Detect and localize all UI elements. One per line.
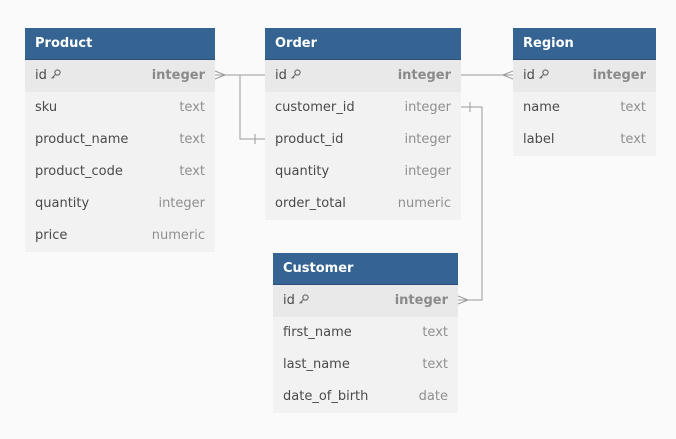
column-type: integer <box>158 196 205 211</box>
crowfoot-many-top <box>214 70 226 76</box>
column-type: numeric <box>397 196 451 211</box>
column-name: label <box>523 132 555 147</box>
table-row[interactable]: quantity integer <box>265 156 461 188</box>
table-customer[interactable]: Customer id integer first_name text last… <box>273 253 458 413</box>
table-header[interactable]: Order <box>265 28 461 60</box>
table-header[interactable]: Product <box>25 28 215 60</box>
table-row-pk[interactable]: id integer <box>265 60 461 92</box>
key-icon <box>538 61 550 93</box>
column-name: sku <box>35 100 58 115</box>
table-row[interactable]: label text <box>513 124 656 156</box>
table-row[interactable]: customer_id integer <box>265 92 461 124</box>
column-type: integer <box>404 132 451 147</box>
relationship-order-product <box>214 70 265 144</box>
column-name: name <box>523 100 560 115</box>
table-row[interactable]: quantity integer <box>25 188 215 220</box>
column-name: last_name <box>283 357 350 372</box>
table-row[interactable]: product_name text <box>25 124 215 156</box>
column-name: price <box>35 228 68 243</box>
table-order[interactable]: Order id integer customer_id integer pro… <box>265 28 461 220</box>
column-name: quantity <box>35 196 90 211</box>
table-row-pk[interactable]: id integer <box>513 60 656 92</box>
table-product[interactable]: Product id integer sku text product_name… <box>25 28 215 252</box>
column-name: product_id <box>275 132 344 147</box>
table-row-pk[interactable]: id integer <box>273 285 458 317</box>
column-type: integer <box>397 68 451 83</box>
table-row[interactable]: product_code text <box>25 156 215 188</box>
crowfoot-many-top <box>457 295 469 301</box>
table-header[interactable]: Region <box>513 28 656 60</box>
column-type: integer <box>404 100 451 115</box>
column-type: text <box>179 164 205 179</box>
column-name: order_total <box>275 196 346 211</box>
relationship-order-region <box>461 70 514 80</box>
column-name: id <box>275 60 302 92</box>
column-name: first_name <box>283 325 352 340</box>
table-row[interactable]: name text <box>513 92 656 124</box>
column-type: numeric <box>151 228 205 243</box>
table-row[interactable]: price numeric <box>25 220 215 252</box>
column-name: id <box>523 60 550 92</box>
table-header[interactable]: Customer <box>273 253 458 285</box>
column-type: text <box>422 357 448 372</box>
column-name: id <box>35 60 62 92</box>
table-region[interactable]: Region id integer name text label text <box>513 28 656 156</box>
connector-line <box>239 75 265 140</box>
key-icon <box>290 61 302 93</box>
table-row[interactable]: order_total numeric <box>265 188 461 220</box>
column-type: text <box>620 100 646 115</box>
column-name: product_name <box>35 132 129 147</box>
column-type: text <box>179 132 205 147</box>
table-row[interactable]: product_id integer <box>265 124 461 156</box>
column-name: customer_id <box>275 100 355 115</box>
key-icon <box>298 286 310 318</box>
column-type: date <box>418 389 448 404</box>
table-row[interactable]: first_name text <box>273 317 458 349</box>
connector-line <box>458 106 483 301</box>
crowfoot-many-bottom <box>214 74 226 80</box>
column-name: date_of_birth <box>283 389 369 404</box>
column-type: integer <box>404 164 451 179</box>
column-type: text <box>620 132 646 147</box>
relationship-order-customer <box>457 102 483 305</box>
table-row[interactable]: last_name text <box>273 349 458 381</box>
crowfoot-many-bottom <box>502 74 514 80</box>
column-type: text <box>422 325 448 340</box>
crowfoot-many-bottom <box>457 299 469 305</box>
table-row[interactable]: sku text <box>25 92 215 124</box>
column-type: text <box>179 100 205 115</box>
column-type: integer <box>592 68 646 83</box>
crowfoot-many-top <box>502 70 514 76</box>
table-row-pk[interactable]: id integer <box>25 60 215 92</box>
column-name: quantity <box>275 164 330 179</box>
column-type: integer <box>394 293 448 308</box>
key-icon <box>50 61 62 93</box>
column-name: product_code <box>35 164 123 179</box>
column-type: integer <box>151 68 205 83</box>
column-name: id <box>283 285 310 317</box>
table-row[interactable]: date_of_birth date <box>273 381 458 413</box>
